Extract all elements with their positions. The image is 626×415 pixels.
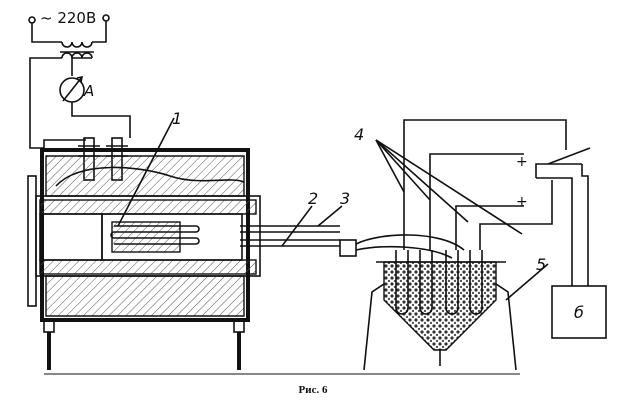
switch: + + <box>516 147 591 286</box>
ammeter-label: А <box>83 82 94 100</box>
plus-bottom: + <box>516 194 528 210</box>
electrodes: 4 <box>354 119 567 315</box>
furnace-legs <box>43 319 245 370</box>
label-1: 1 <box>172 109 182 128</box>
plus-top: + <box>516 154 528 170</box>
furnace <box>27 148 261 322</box>
power-supply: ~ 220В <box>28 9 110 149</box>
power-label: ~ 220В <box>40 9 96 27</box>
label-6: б <box>574 303 584 322</box>
figure-caption: Рис. 6 <box>298 384 328 396</box>
rods: 2 3 <box>240 189 465 259</box>
ammeter: А <box>59 75 131 138</box>
controller-box: б <box>551 285 607 339</box>
label-2: 2 <box>308 189 318 208</box>
heater-coil: 1 <box>110 109 200 245</box>
label-3: 3 <box>340 189 350 208</box>
label-4: 4 <box>354 125 364 144</box>
label-5: 5 <box>536 255 546 274</box>
crucible: 5 <box>363 255 549 371</box>
